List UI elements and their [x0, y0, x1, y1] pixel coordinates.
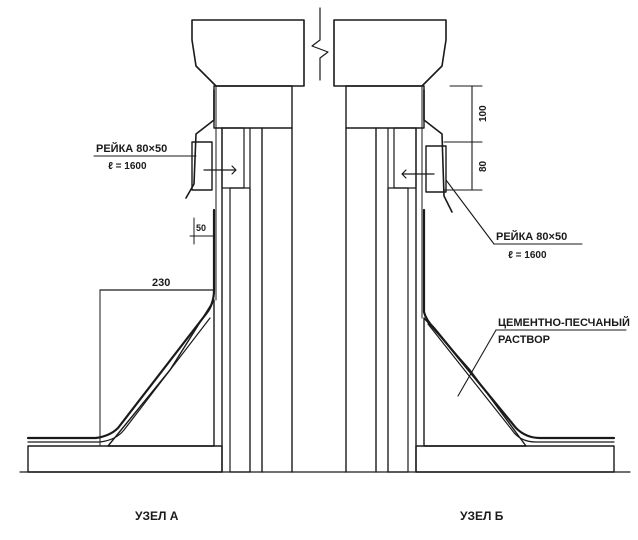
node-b-roof-membrane-2: [427, 323, 615, 443]
node-b-mortar-label-2: РАСТВОР: [498, 334, 550, 346]
node-b-label-leader: [445, 179, 495, 245]
node-b-mortar-leader: [457, 329, 497, 397]
node-a-rail: [191, 141, 213, 191]
node-b-rail-label: РЕЙКА 80×50: [496, 230, 567, 243]
node-b-upper-block: [345, 85, 425, 129]
node-b-rail-nail: [401, 169, 435, 179]
node-a-flashing: [185, 89, 215, 199]
node-b-flashing: [423, 89, 453, 213]
node-b-rail-length: ℓ = 1600: [508, 250, 547, 261]
node-b-mortar-label-1: ЦЕМЕНТНО-ПЕСЧАНЫЙ: [498, 316, 630, 329]
node-a-roof-membrane: [26, 208, 216, 440]
node-b-roof-membrane: [422, 208, 616, 440]
break-line: [311, 7, 329, 81]
node-b: 100 80 РЕЙКА 80×50 ℓ = 1600 ЦЕМЕНТНО-ПЕС…: [333, 19, 630, 523]
node-a-base-slab: [27, 445, 223, 473]
node-b-caption: УЗЕЛ Б: [460, 509, 504, 523]
node-b-dim-80: 80: [478, 160, 489, 172]
node-b-top-beam: [333, 19, 447, 87]
node-a-rail-nail: [203, 165, 237, 175]
node-a-rail-length: ℓ = 1600: [108, 161, 147, 172]
node-a-insulation-column: [229, 187, 251, 473]
node-b-base-slab: [415, 445, 615, 473]
node-b-dim-100: 100: [478, 105, 489, 122]
node-a-upper-block: [213, 85, 293, 129]
node-a-caption: УЗЕЛ А: [135, 509, 179, 523]
node-a: 230 50 РЕЙКА 80×50 ℓ = 1600 УЗЕЛ А: [26, 19, 305, 523]
node-a-roof-membrane-2: [27, 317, 211, 443]
node-b-insulation-column: [387, 187, 409, 473]
node-a-rail-label: РЕЙКА 80×50: [96, 142, 167, 155]
node-b-wood-strip: [393, 127, 417, 189]
node-a-top-beam: [191, 19, 305, 87]
node-a-wood-strip: [221, 127, 245, 189]
node-a-dim-50: 50: [196, 223, 206, 233]
node-b-rail: [425, 145, 447, 193]
node-a-dim-230: 230: [152, 277, 170, 289]
